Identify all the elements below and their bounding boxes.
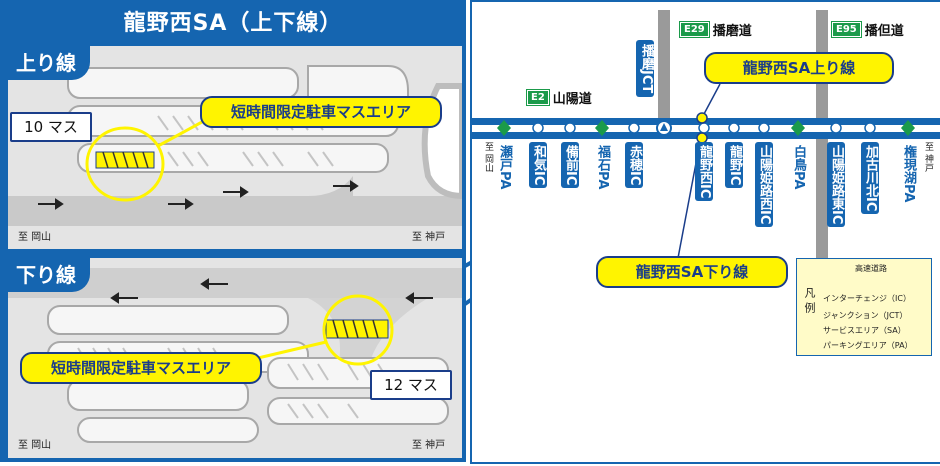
stop-marker-pa: [497, 120, 511, 136]
downbound-dest-kobe: 至 神戸: [412, 440, 446, 451]
stop-marker-pa: [595, 120, 609, 136]
expressway-e2: E2 山陽道: [527, 88, 592, 107]
upbound-dest-okayama: 至 岡山: [18, 232, 52, 243]
stop-marker-ic: [532, 122, 544, 134]
legend-item-jct: ジャンクション（JCT）: [823, 311, 908, 320]
legend-item-sa: サービスエリア（SA）: [823, 326, 906, 335]
downbound-dest-okayama: 至 岡山: [18, 440, 52, 451]
stop-label: 瀬戸PA: [495, 142, 513, 193]
expressway-e95-name: 播但道: [864, 24, 904, 39]
jct-icon: [660, 123, 668, 131]
expressway-e29: E29 播磨道: [680, 20, 752, 39]
stop-marker-ic: [628, 122, 640, 134]
stop-label: 赤穂IC: [625, 142, 643, 189]
upbound-dest-kobe: 至 神戸: [412, 232, 446, 243]
harima-jct-label: 播磨JCT: [636, 40, 654, 98]
stop-marker-ic: [728, 122, 740, 134]
stop-label: 加古川北IC: [861, 142, 879, 215]
expressway-e95-code: E95: [832, 22, 861, 37]
legend-item-expressway: 高速道路: [855, 264, 887, 273]
stop-label: 和気IC: [529, 142, 547, 189]
stop-label: 龍野西IC: [695, 142, 713, 202]
legend-item-ic: インターチェンジ（IC）: [823, 294, 911, 303]
stop-label: 備前IC: [561, 142, 579, 189]
stop-label: 権現湖PA: [899, 142, 917, 206]
downbound-tab: 下り線: [8, 258, 90, 292]
expressway-e2-name: 山陽道: [552, 92, 592, 107]
stop-label: 福石PA: [593, 142, 611, 193]
stop-label: 白鳥PA: [789, 142, 807, 193]
upbound-area-label: 短時間限定駐車マスエリア: [200, 96, 442, 128]
stop-label: 山陽姫路東IC: [827, 142, 845, 228]
harima-road: [658, 10, 670, 130]
map-dest-kobe: 至 神戸: [923, 142, 933, 172]
stop-marker-pa: [901, 120, 915, 136]
upbound-space-count: 10 マス: [10, 112, 92, 142]
stop-marker-ic: [758, 122, 770, 134]
callout-upbound-sa: 龍野西SA上り線: [704, 52, 894, 84]
stop-marker-pa: [791, 120, 805, 136]
downbound-area-label: 短時間限定駐車マスエリア: [20, 352, 262, 384]
expressway-e2-code: E2: [527, 90, 549, 105]
legend-title: 凡例: [803, 287, 816, 317]
expressway-e29-name: 播磨道: [712, 24, 752, 39]
legend-box: 凡例 高速道路 インターチェンジ（IC） ジャンクション（JCT） サービスエリ…: [796, 258, 932, 356]
callout-up-pointer: [703, 83, 721, 115]
page-title: 龍野西SA（上下線）: [123, 11, 343, 36]
expressway-e95: E95 播但道: [832, 20, 904, 39]
stop-marker-ic: [864, 122, 876, 134]
downbound-space-count: 12 マス: [370, 370, 452, 400]
upbound-tab: 上り線: [8, 46, 90, 80]
callout-downbound-sa: 龍野西SA下り線: [596, 256, 788, 288]
tatsuno-nishi-sa-up-marker: [696, 112, 708, 124]
legend-item-pa: パーキングエリア（PA）: [823, 341, 913, 350]
stop-label: 龍野IC: [725, 142, 743, 189]
stop-marker-ic: [830, 122, 842, 134]
expressway-e29-code: E29: [680, 22, 709, 37]
stop-label: 山陽姫路西IC: [755, 142, 773, 228]
downbound-short-parking-zone: [325, 319, 389, 339]
map-dest-okayama: 至 岡山: [483, 142, 493, 172]
stop-marker-ic: [564, 122, 576, 134]
stop-marker-ic: [698, 122, 710, 134]
